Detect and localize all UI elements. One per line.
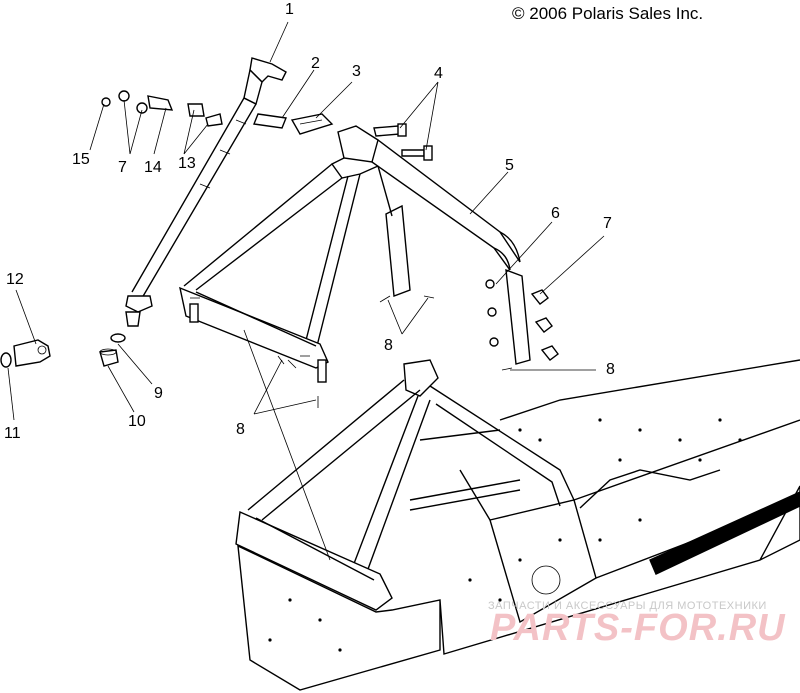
callout-2: 2: [311, 55, 320, 72]
callout-6: 6: [551, 205, 560, 222]
callout-1: 1: [285, 1, 294, 18]
chassis: [235, 359, 800, 691]
bolts-nuts-right: [485, 279, 559, 361]
callout-14: 14: [144, 159, 162, 176]
copyright-text: © 2006 Polaris Sales Inc.: [512, 4, 704, 23]
callout-8-right: 8: [606, 361, 615, 378]
watermark-logo: PARTS-FOR.RU: [490, 607, 786, 649]
callout-12: 12: [6, 271, 24, 288]
upper-frame: [179, 125, 531, 383]
callout-7-left: 7: [118, 159, 127, 176]
callout-8-left: 8: [236, 421, 245, 438]
callout-7-right: 7: [603, 215, 612, 232]
bolts-part: [373, 123, 433, 161]
callout-13: 13: [178, 155, 196, 172]
small-hardware: [101, 90, 223, 127]
callout-5: 5: [505, 157, 514, 174]
callout-8-middle: 8: [384, 337, 393, 354]
callout-15: 15: [72, 151, 90, 168]
callout-9: 9: [154, 385, 163, 402]
callout-4: 4: [434, 65, 443, 82]
plate-part: [253, 113, 287, 129]
callout-10: 10: [128, 413, 146, 430]
clamp-part: [290, 113, 334, 135]
callout-3: 3: [352, 63, 361, 80]
washer-bushing: [99, 333, 126, 367]
chassis-rivets: [268, 418, 742, 652]
pins: [277, 295, 513, 408]
tie-rod-end: [0, 339, 51, 368]
steering-post: [125, 57, 287, 327]
watermark-tagline: ЗАПЧАСТИ И АКСЕССУАРЫ ДЛЯ МОТОТЕХНИКИ: [488, 600, 767, 612]
leader-lines: [7, 21, 605, 561]
callout-11: 11: [4, 425, 21, 442]
